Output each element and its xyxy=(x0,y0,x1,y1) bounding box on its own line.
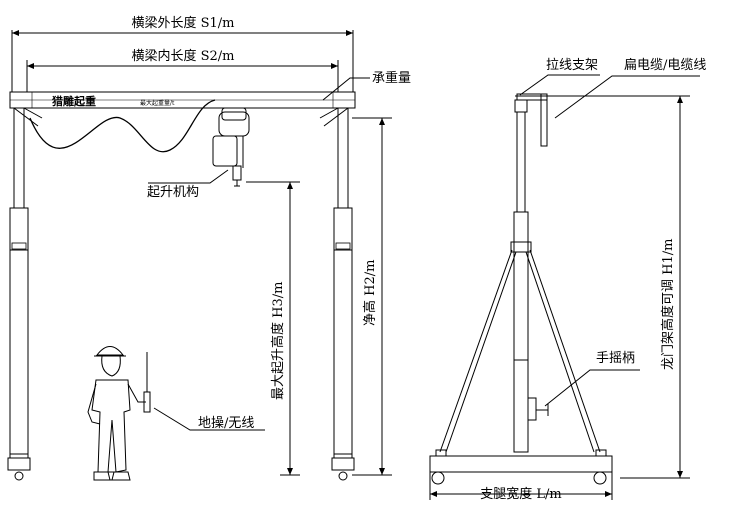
electric-hoist xyxy=(212,107,250,187)
crank-leader xyxy=(544,369,640,407)
right-column xyxy=(319,107,355,481)
s2-dimension xyxy=(26,60,339,92)
label-hoist-mechanism: 起升机构 xyxy=(147,185,199,200)
mast xyxy=(510,111,532,453)
label-ground-control: 地操/无线 xyxy=(198,415,254,431)
bracket-leader xyxy=(519,74,600,96)
h2-dimension xyxy=(352,117,392,476)
hoist-leader xyxy=(148,169,229,184)
label-s2: 横梁内长度 S2/m xyxy=(131,48,234,64)
h3-dimension xyxy=(246,181,300,476)
cable-leader xyxy=(554,75,700,119)
label-max-lift-height: 最大起升高度 H3/m xyxy=(270,282,286,400)
label-beam-brand: 猎雕起重 xyxy=(52,94,96,108)
label-flat-cable: 扁电缆/电缆线 xyxy=(624,57,706,73)
s1-dimension xyxy=(11,30,354,92)
h1-dimension xyxy=(515,95,690,479)
label-load-capacity: 承重量 xyxy=(372,70,411,86)
label-hand-crank: 手摇柄 xyxy=(596,351,635,366)
base-frame xyxy=(429,449,613,500)
support-braces xyxy=(439,249,601,453)
crossbeam xyxy=(9,91,356,109)
wire-bracket xyxy=(514,93,548,147)
control-leader xyxy=(153,407,265,431)
festoon-cable xyxy=(29,99,216,153)
operator-figure xyxy=(87,346,151,481)
label-gantry-height: 龙门架高度可调 H1/m xyxy=(660,239,676,370)
side-view xyxy=(429,74,700,500)
hand-crank xyxy=(527,397,549,421)
label-wire-bracket: 拉线支架 xyxy=(546,58,598,73)
left-column xyxy=(7,107,43,481)
load-leader xyxy=(322,77,370,101)
label-clear-height: 净高 H2/m xyxy=(362,260,378,326)
label-beam-capacity: 最大起重量/t xyxy=(140,99,175,107)
front-view xyxy=(7,30,392,481)
label-leg-width: 支腿宽度 L/m xyxy=(480,486,561,502)
label-s1: 横梁外长度 S1/m xyxy=(131,15,234,31)
